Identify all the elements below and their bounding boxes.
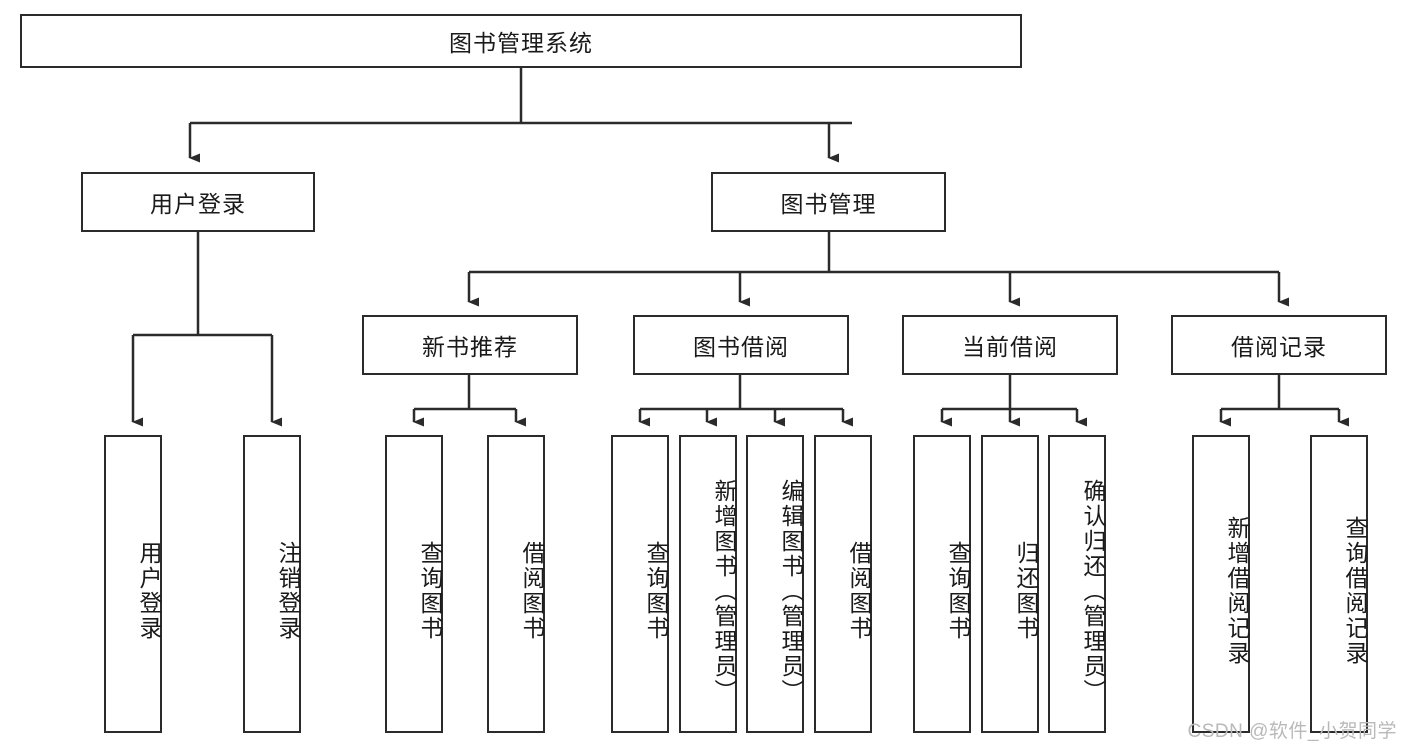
node-book-borrow[interactable]: 图书借阅 [633,315,849,375]
leaf-recommend-query-book[interactable]: 查询图书 [385,435,443,733]
node-book-management[interactable]: 图书管理 [711,172,946,232]
node-label: 借阅图书 [846,541,872,641]
node-label: 用户登录 [150,191,246,217]
leaf-current-query-book[interactable]: 查询图书 [913,435,971,733]
node-label: 当前借阅 [962,334,1058,360]
node-label: 新增借阅记录 [1224,516,1250,666]
leaf-current-return-book[interactable]: 归还图书 [981,435,1039,733]
node-user-login[interactable]: 用户登录 [81,172,315,232]
watermark-text: CSDN @软件_小贺同学 [1187,721,1397,742]
leaf-borrow-add-book-admin[interactable]: 新增图书（管理员） [679,435,737,733]
leaf-record-add-record[interactable]: 新增借阅记录 [1192,435,1250,733]
leaf-user-login-logout[interactable]: 注销登录 [243,435,301,733]
node-label: 新增图书（管理员） [711,478,737,704]
leaf-user-login-login[interactable]: 用户登录 [104,435,162,733]
node-label: 注销登录 [275,541,301,641]
node-label: 归还图书 [1013,541,1039,641]
node-label: 新书推荐 [422,334,518,360]
leaf-current-confirm-return-admin[interactable]: 确认归还（管理员） [1048,435,1106,733]
node-label: 图书管理 [780,191,877,217]
leaf-borrow-borrow-book[interactable]: 借阅图书 [814,435,872,733]
leaf-borrow-query-book[interactable]: 查询图书 [611,435,669,733]
node-label: 图书借阅 [693,334,789,360]
node-label: 图书管理系统 [449,30,593,56]
node-new-book-recommend[interactable]: 新书推荐 [362,315,578,375]
leaf-record-query-record[interactable]: 查询借阅记录 [1310,435,1368,733]
node-label: 查询图书 [945,541,971,641]
leaf-borrow-edit-book-admin[interactable]: 编辑图书（管理员） [746,435,804,733]
node-label: 借阅图书 [519,541,545,641]
node-label: 用户登录 [136,541,162,641]
node-label: 确认归还（管理员） [1080,478,1106,704]
node-label: 编辑图书（管理员） [778,478,804,704]
node-root-system[interactable]: 图书管理系统 [20,14,1022,68]
node-label: 查询图书 [643,541,669,641]
node-current-borrow[interactable]: 当前借阅 [902,315,1118,375]
node-label: 查询借阅记录 [1342,516,1368,666]
node-label: 查询图书 [417,541,443,641]
node-borrow-record[interactable]: 借阅记录 [1171,315,1387,375]
leaf-recommend-borrow-book[interactable]: 借阅图书 [487,435,545,733]
node-label: 借阅记录 [1231,334,1327,360]
